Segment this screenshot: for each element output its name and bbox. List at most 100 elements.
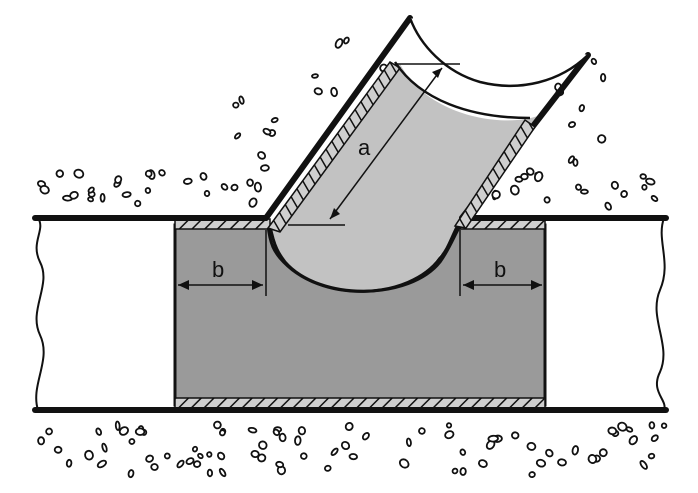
soil-pebble: [578, 104, 586, 113]
soil-pebble: [118, 426, 129, 436]
dim-b-right-label: b: [494, 257, 506, 282]
soil-pebble: [590, 57, 598, 65]
soil-pebble: [311, 73, 319, 79]
soil-pebble: [53, 445, 63, 454]
soil-pebble: [275, 460, 285, 469]
soil-pebble: [216, 451, 226, 461]
soil-pebble: [459, 448, 467, 456]
soil-pebble: [645, 177, 656, 186]
soil-pebble: [234, 132, 242, 140]
soil-pebble: [127, 469, 135, 479]
dim-a-line: [329, 67, 443, 220]
soil-pebble: [545, 448, 554, 458]
soil-pebble: [145, 454, 154, 463]
soil-pebble: [55, 169, 65, 178]
soil-pebble: [660, 422, 668, 429]
soil-pebble: [575, 183, 582, 191]
soil-pebble: [535, 458, 547, 468]
soil-pebble: [253, 181, 262, 193]
soil-pebble: [182, 177, 193, 185]
soil-pebble: [84, 449, 94, 461]
soil-pebble: [313, 87, 323, 96]
soil-pebble: [248, 197, 258, 208]
soil-pebble: [294, 435, 302, 446]
soil-pebble: [39, 184, 50, 195]
soil-pebble: [37, 436, 46, 446]
soil-pebble: [144, 187, 152, 194]
soil-pebble: [557, 458, 567, 467]
soil-pebble: [487, 434, 499, 443]
soil-pebble: [580, 188, 589, 195]
dim-b-right-arrow-l: [463, 280, 474, 290]
soil-pebble: [361, 432, 370, 441]
soil-pebble: [101, 442, 108, 453]
soil-pebble: [258, 440, 268, 450]
soil-pebble: [599, 73, 607, 83]
soil-pebble: [128, 438, 136, 445]
soil-pebble: [246, 178, 254, 187]
soil-pebble: [459, 467, 467, 476]
soil-pebble: [121, 191, 132, 198]
soil-pebble: [568, 121, 576, 129]
soil-pebble: [405, 437, 412, 447]
soil-pebble: [95, 427, 103, 436]
soil-pebble: [134, 427, 146, 436]
soil-pebble: [567, 155, 575, 164]
soil-pebble: [197, 452, 204, 460]
soil-pebble: [163, 452, 171, 460]
soil-pebble: [262, 127, 272, 136]
dim-a-label: a: [358, 135, 371, 160]
soil-pebble: [340, 440, 351, 451]
soil-pebble: [639, 460, 648, 470]
soil-pebble: [444, 430, 455, 440]
soil-pebble: [250, 449, 260, 459]
soil-pebble: [330, 447, 339, 456]
soil-pebble: [247, 426, 258, 434]
main-pipe-right: [545, 218, 665, 410]
soil-pebble: [218, 429, 226, 437]
soil-pebble: [193, 460, 202, 468]
soil-pebble: [571, 445, 579, 456]
soil-pebble: [69, 190, 79, 200]
soil-pebble: [543, 196, 551, 204]
soil-pebble: [191, 445, 199, 453]
soil-pebble: [478, 459, 488, 468]
soil-pebble: [525, 167, 535, 176]
soil-pebble: [572, 158, 579, 167]
soil-pebble: [96, 459, 107, 469]
soil-pebble: [324, 464, 332, 472]
soil-pebble: [648, 421, 656, 430]
soil-pebble: [150, 463, 159, 471]
soil-pebble: [213, 420, 222, 430]
soil-pebble: [520, 172, 529, 181]
soil-pebble: [257, 151, 267, 160]
branch-wall-left: [263, 15, 413, 221]
soil-pebble: [598, 448, 608, 458]
soil-pebble: [343, 36, 350, 45]
soil-pebble: [300, 452, 308, 460]
soil-pebble: [330, 86, 338, 98]
soil-pebble: [607, 426, 618, 436]
soil-pebble: [587, 454, 598, 464]
soil-pebble: [650, 195, 659, 202]
soil-pebble: [597, 134, 607, 144]
dim-b-left-label: b: [212, 257, 224, 282]
soil-pebble: [528, 471, 536, 479]
dim-b-right-arrow-r: [531, 280, 542, 290]
soil-pebble: [114, 175, 123, 184]
soil-pebble: [647, 452, 656, 460]
soil-pebble: [73, 168, 85, 179]
soil-pebble: [617, 421, 628, 432]
soil-pebble: [203, 190, 211, 197]
soil-pebble: [176, 459, 185, 469]
soil-pebble: [639, 173, 647, 180]
soil-pebble: [220, 183, 229, 191]
soil-pebble: [206, 451, 213, 458]
soil-pebble: [272, 428, 281, 437]
soil-pebble: [334, 38, 344, 49]
soil-pebble: [533, 171, 544, 183]
soil-pebble: [232, 101, 240, 109]
dim-b-left-arrow-l: [178, 280, 189, 290]
dim-a-arrow-bottom: [330, 208, 340, 219]
soil-pebble: [134, 199, 142, 208]
